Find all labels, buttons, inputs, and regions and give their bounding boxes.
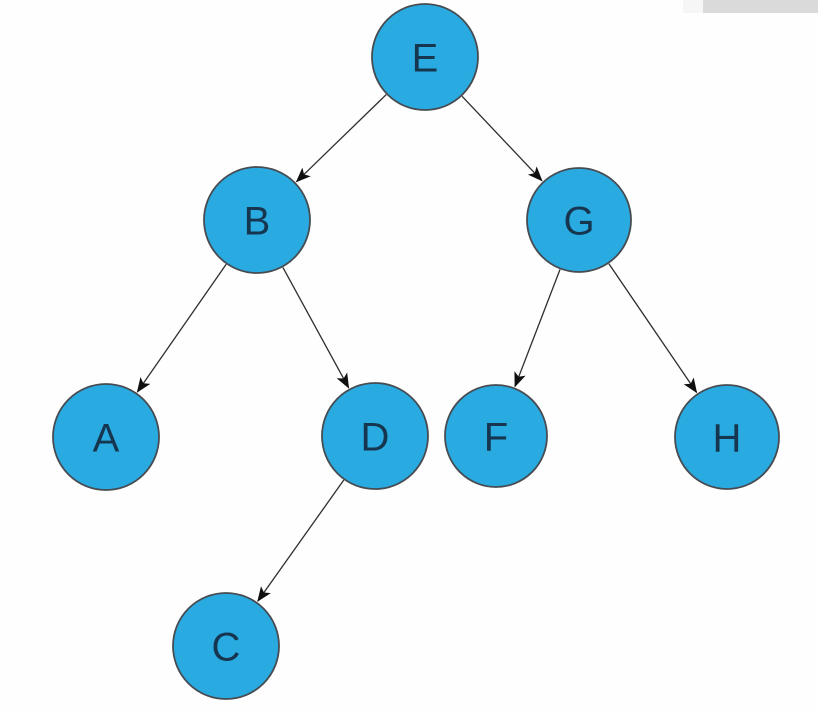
tree-edge-E-B — [295, 94, 387, 183]
node-circle-G — [526, 167, 632, 273]
window-edge-artifact-segment — [683, 0, 703, 13]
tree-edge-B-A — [136, 263, 227, 393]
tree-edge-E-G — [461, 95, 543, 182]
tree-edge-D-C — [257, 479, 345, 602]
tree-node-G: G — [526, 167, 632, 273]
tree-edge-G-F — [514, 269, 561, 388]
tree-node-B: B — [203, 166, 311, 274]
node-circle-D — [321, 382, 429, 490]
node-circle-H — [674, 384, 780, 490]
node-circle-F — [444, 384, 548, 488]
tree-node-H: H — [674, 384, 780, 490]
tree-node-D: D — [321, 382, 429, 490]
tree-node-F: F — [444, 384, 548, 488]
tree-node-E: E — [371, 3, 479, 111]
tree-edge-G-H — [608, 263, 698, 394]
tree-edges — [136, 94, 698, 602]
window-edge-artifact-segment — [703, 0, 818, 13]
node-circle-A — [52, 383, 160, 491]
tree-edge-B-D — [282, 267, 350, 389]
tree-node-A: A — [52, 383, 160, 491]
node-circle-B — [203, 166, 311, 274]
node-circle-E — [371, 3, 479, 111]
node-circle-C — [172, 592, 280, 700]
tree-node-C: C — [172, 592, 280, 700]
